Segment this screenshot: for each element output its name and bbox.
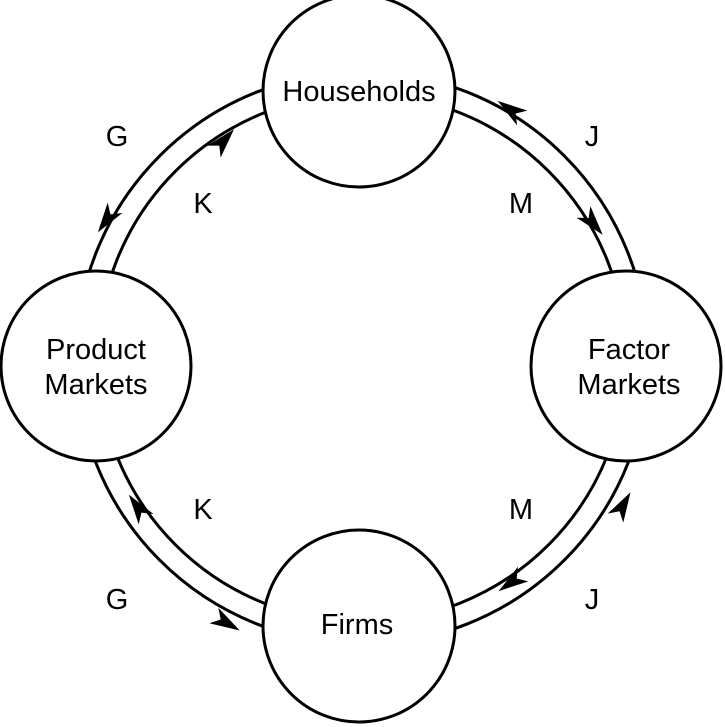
arrow-outer-top-right [497, 100, 528, 126]
flow-label-outer-bottom-left: G [106, 584, 129, 616]
factor-markets-label-line2: Markets [577, 369, 680, 401]
product-markets-label-line2: Markets [44, 369, 147, 401]
arrow-outer-top-left [97, 202, 123, 233]
flow-arrows [97, 100, 631, 631]
arrow-inner-top-right [576, 206, 603, 235]
flow-label-inner-top-right: M [509, 188, 533, 220]
firms-label: Firms [321, 609, 393, 641]
product-markets-circle [0, 269, 193, 463]
flow-label-outer-bottom-right: J [585, 584, 600, 616]
factor-markets-circle [529, 269, 723, 463]
firms-circle [261, 528, 457, 724]
flow-label-outer-top-left: G [106, 121, 129, 153]
flow-label-outer-top-right: J [585, 121, 600, 153]
product-markets-label-line1: Product [46, 334, 146, 366]
arrow-outer-bottom-left [209, 607, 240, 631]
factor-markets-label-line1: Factor [588, 334, 671, 366]
flow-label-inner-bottom-right: M [509, 494, 533, 526]
arrow-inner-bottom-right [498, 566, 529, 592]
arrow-outer-bottom-right [607, 492, 631, 523]
node-factor-markets: Factor Markets [529, 269, 723, 463]
households-label: Households [282, 76, 435, 108]
node-firms: Firms [261, 528, 457, 724]
arrow-inner-bottom-left [128, 494, 154, 525]
arrow-inner-top-left [207, 129, 235, 158]
flow-label-inner-bottom-left: K [193, 494, 213, 526]
node-households: Households [261, 0, 457, 189]
flow-label-inner-top-left: K [193, 188, 213, 220]
households-circle [261, 0, 457, 189]
node-product-markets: Product Markets [0, 269, 193, 463]
